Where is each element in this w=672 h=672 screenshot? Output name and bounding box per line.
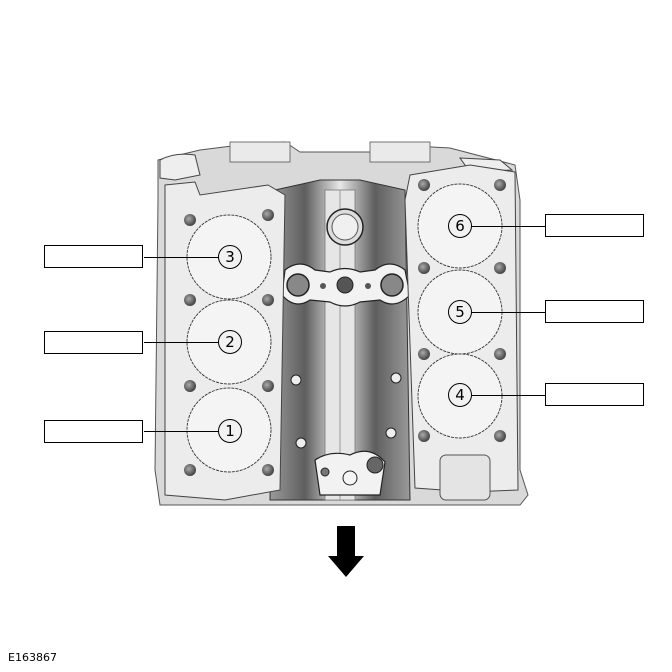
valley — [269, 179, 411, 501]
label-box-cylinder-3 — [44, 245, 143, 268]
leader-line-1 — [144, 431, 219, 433]
label-box-cylinder-2 — [44, 331, 143, 354]
cylinder-callout-5: 5 — [448, 300, 472, 324]
cylinder-callout-4: 4 — [448, 383, 472, 407]
label-box-cylinder-4 — [545, 383, 644, 406]
cylinder-callout-2: 2 — [218, 330, 242, 354]
leader-line-4 — [471, 395, 546, 397]
leader-line-5 — [471, 312, 546, 314]
cylinder-callout-3: 3 — [218, 245, 242, 269]
label-box-cylinder-1 — [44, 420, 143, 443]
leader-line-2 — [144, 342, 219, 344]
figure-id: E163867 — [8, 651, 57, 664]
leader-line-3 — [144, 257, 219, 259]
label-box-cylinder-6 — [545, 214, 644, 237]
cylinder-callout-6: 6 — [448, 214, 472, 238]
cylinder-callout-1: 1 — [218, 419, 242, 443]
leader-line-6 — [471, 226, 546, 228]
down-arrow-icon — [328, 526, 364, 577]
label-box-cylinder-5 — [545, 300, 644, 323]
